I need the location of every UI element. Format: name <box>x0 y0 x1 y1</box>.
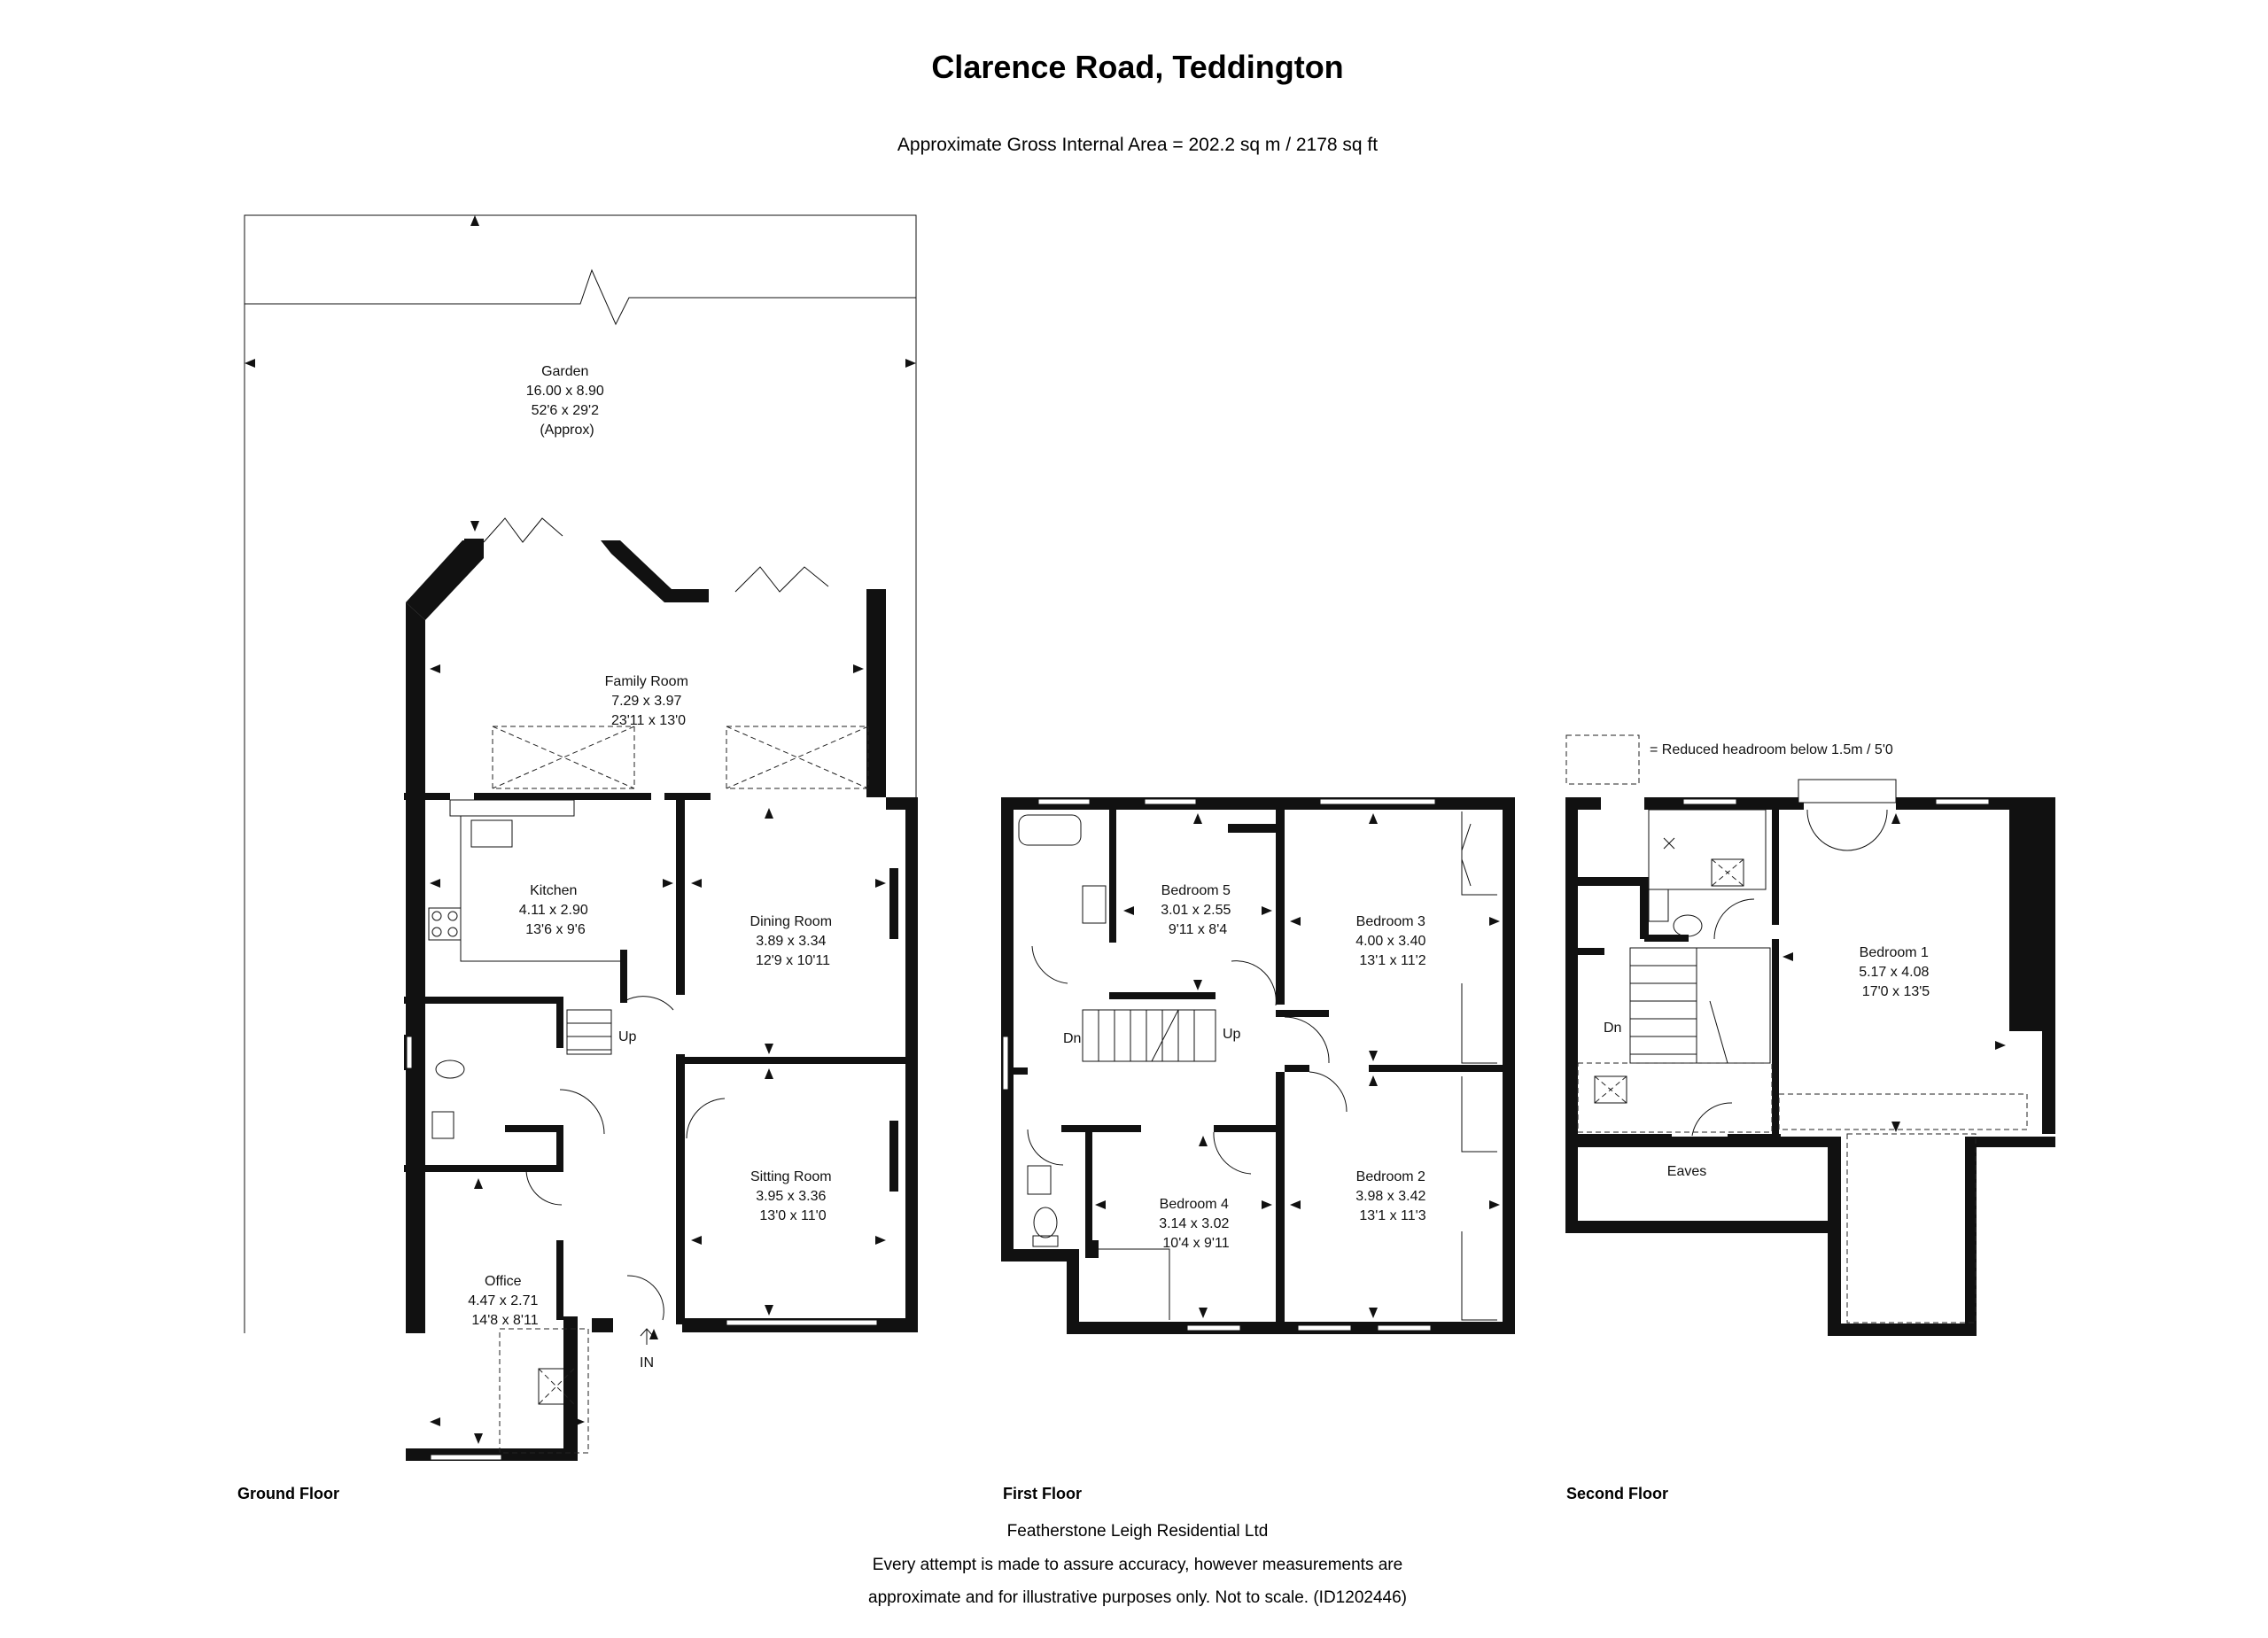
svg-text:Kitchen 4.11 x 2.90: Kitchen 4.11 x 2.90 13'6 x 9'6 <box>519 883 592 937</box>
bedroom-5-metric: 3.01 x 2.55 <box>1161 903 1231 918</box>
first-stairs-up-label: Up <box>1223 1027 1241 1042</box>
family-room-metric: 7.29 x 3.97 <box>611 694 681 709</box>
office-metric: 4.47 x 2.71 <box>468 1293 538 1308</box>
sitting-room-imperial: 13'0 x 11'0 <box>759 1208 826 1223</box>
second-stairs-down-label: Dn <box>1604 1021 1621 1036</box>
ground-floor-dimension-arrows <box>430 521 886 1444</box>
legend-text: = Reduced headroom below 1.5m / 5'0 <box>1650 742 1893 757</box>
page-title: Clarence Road, Teddington <box>931 49 1343 85</box>
svg-text:Garden 16.00 x 8.90: Garden 16.00 x 8.90 52'6 x 29'2 (Approx) <box>526 364 609 438</box>
family-room-name: Family Room <box>605 674 688 689</box>
bedroom-2-imperial: 13'1 x 11'3 <box>1359 1208 1425 1223</box>
second-floor-plan: Bedroom 1 5.17 x 4.08 17'0 x 13'5 Eaves … <box>1565 779 2055 1502</box>
first-floor-windows <box>1002 798 1436 1331</box>
family-room-imperial: 23'11 x 13'0 <box>611 713 686 728</box>
ground-floor-windows <box>406 1036 878 1461</box>
eaves-label: Eaves <box>1667 1164 1706 1179</box>
family-room-skylights <box>492 726 869 789</box>
footer-disclaimer-line-2: approximate and for illustrative purpose… <box>868 1588 1407 1607</box>
kitchen-metric: 4.11 x 2.90 <box>519 903 588 918</box>
entrance-arrow-icon <box>640 1328 654 1345</box>
ground-stairs-up-label: Up <box>618 1029 637 1044</box>
svg-text:Dining Room 3.89 x 3.34: Dining Room 3.89 x 3.34 12'9 x 10'11 <box>750 914 836 968</box>
first-floor-doors <box>1027 811 1497 1321</box>
office-name: Office <box>485 1274 522 1289</box>
garden-name: Garden <box>541 364 588 379</box>
office-imperial: 14'8 x 8'11 <box>471 1313 538 1328</box>
svg-text:Bedroom 3 4.00 x 3.40: Bedroom 3 4.00 x 3.40 13'1 x 11'2 <box>1355 914 1430 968</box>
bedroom-3-metric: 4.00 x 3.40 <box>1355 934 1425 949</box>
kitchen-imperial: 13'6 x 9'6 <box>525 922 586 937</box>
dining-room-metric: 3.89 x 3.34 <box>756 934 826 949</box>
garden-dimension-arrows <box>245 215 916 368</box>
svg-text:Office 4.47 x 2.71: Office 4.47 x 2.71 14'8 x 8'11 <box>468 1274 542 1328</box>
legend: = Reduced headroom below 1.5m / 5'0 <box>1565 734 1893 785</box>
svg-text:Bedroom 2 3.98 x 3.42: Bedroom 2 3.98 x 3.42 13'1 x 11'3 <box>1355 1169 1430 1223</box>
dining-room-name: Dining Room <box>750 914 832 929</box>
ground-floor-plan: Garden 16.00 x 8.90 52'6 x 29'2 (Approx) <box>237 214 918 1502</box>
office-skylight <box>499 1328 589 1454</box>
bedroom-4-name: Bedroom 4 <box>1160 1197 1229 1212</box>
bedroom-3-name: Bedroom 3 <box>1356 914 1425 929</box>
bedroom-1-name: Bedroom 1 <box>1860 945 1929 960</box>
reduced-headroom-areas <box>1577 1062 2028 1324</box>
first-stairs-down-label: Dn <box>1063 1031 1081 1046</box>
dining-room-imperial: 12'9 x 10'11 <box>756 953 830 968</box>
bedroom-2-metric: 3.98 x 3.42 <box>1355 1189 1425 1204</box>
garden-imperial: 52'6 x 29'2 <box>532 403 599 418</box>
bedroom-4-imperial: 10'4 x 9'11 <box>1162 1236 1229 1251</box>
first-floor-stairs <box>1082 1009 1216 1062</box>
first-floor-walls <box>1001 797 1515 1334</box>
bedroom-2-name: Bedroom 2 <box>1356 1169 1425 1184</box>
bedroom-5-name: Bedroom 5 <box>1161 883 1231 898</box>
ground-floor-label: Ground Floor <box>237 1485 339 1502</box>
ground-floor-stairs <box>566 1009 612 1055</box>
second-floor-stairs <box>1629 947 1771 1064</box>
page-subtitle: Approximate Gross Internal Area = 202.2 … <box>897 135 1378 155</box>
footer: Featherstone Leigh Residential Ltd Every… <box>868 1522 1407 1607</box>
bedroom-1-imperial: 17'0 x 13'5 <box>1862 984 1930 999</box>
garden-metric: 16.00 x 8.90 <box>526 384 604 399</box>
second-floor-windows <box>1682 798 1990 805</box>
sitting-room-metric: 3.95 x 3.36 <box>756 1189 826 1204</box>
bedroom-5-imperial: 9'11 x 8'4 <box>1169 922 1227 937</box>
garden-outline <box>244 214 917 1333</box>
entrance-label: IN <box>640 1355 654 1370</box>
bedroom-3-imperial: 13'1 x 11'2 <box>1359 953 1425 968</box>
second-floor-shower-fittings <box>1648 809 1767 940</box>
kitchen-name: Kitchen <box>530 883 577 898</box>
first-floor-dimension-arrows <box>1095 813 1500 1318</box>
svg-text:Family Room 7.29 x 3.97: Family Room 7.29 x 3.97 23'11 x 13'0 <box>605 674 693 728</box>
svg-text:Bedroom 1 5.17 x 4.08: Bedroom 1 5.17 x 4.08 17'0 x 13'5 <box>1859 945 1933 999</box>
second-floor-label: Second Floor <box>1566 1485 1668 1502</box>
svg-text:Sitting Room 3.95 x 3.36: Sitting Room 3.95 x 3.36 13'0 x 11'0 <box>750 1169 835 1223</box>
second-floor-walls <box>1565 797 2055 1336</box>
first-floor-plan: Bedroom 5 3.01 x 2.55 9'11 x 8'4 Bedroom… <box>1001 797 1515 1502</box>
garden-note: (Approx) <box>540 423 594 438</box>
first-floor-bathroom-fittings <box>1018 814 1107 1247</box>
bedroom-1-metric: 5.17 x 4.08 <box>1859 965 1929 980</box>
second-floor-dimension-arrows <box>1783 813 2006 1132</box>
svg-text:Bedroom 5 3.01 x 2.55: Bedroom 5 3.01 x 2.55 9'11 x 8'4 <box>1161 883 1235 937</box>
footer-company: Featherstone Leigh Residential Ltd <box>1007 1522 1269 1541</box>
footer-disclaimer-line-1: Every attempt is made to assure accuracy… <box>873 1556 1402 1574</box>
sitting-room-name: Sitting Room <box>750 1169 832 1184</box>
bedroom-4-metric: 3.14 x 3.02 <box>1159 1216 1229 1231</box>
family-room-bifold-doors <box>483 517 829 593</box>
svg-text:Bedroom 4 3.14 x 3.02: Bedroom 4 3.14 x 3.02 10'4 x 9'11 <box>1159 1197 1233 1251</box>
ground-floor-doors <box>525 996 726 1321</box>
cloakroom-fittings <box>431 1060 465 1139</box>
kitchen-fittings <box>428 799 625 962</box>
first-floor-label: First Floor <box>1003 1485 1082 1502</box>
legend-swatch <box>1565 734 1640 785</box>
bedroom-1-french-doors <box>1798 779 1897 851</box>
